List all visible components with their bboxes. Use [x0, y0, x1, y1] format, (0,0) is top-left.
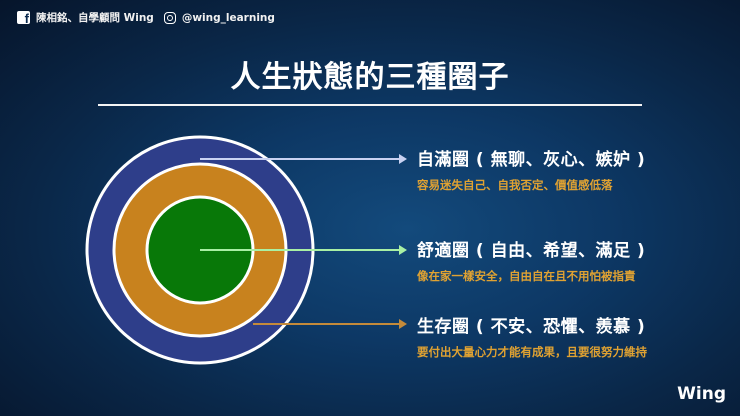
header-credits: 陳相銘、自學顧問 Wing @wing_learning [17, 10, 275, 26]
zone-name: 生存圈 ( 不安、恐懼、羨慕 ) [417, 317, 646, 337]
zone-label-complacency: 自滿圈 ( 無聊、灰心、嫉妒 ) 容易迷失自己、自我否定、價值感低落 [417, 145, 645, 193]
arrow-comfort-zone [200, 245, 407, 255]
slide-title: 人生狀態的三種圈子 [230, 60, 510, 95]
brand-logo: Wing [677, 384, 726, 404]
zone-label-survival: 生存圈 ( 不安、恐懼、羨慕 ) 要付出大量心力才能有成果，且要很努力維持 [417, 312, 647, 360]
facebook-name: 陳相銘、自學顧問 Wing [36, 12, 154, 24]
instagram-icon [163, 11, 176, 24]
zone-description: 像在家一樣安全，自由自在且不用怕被指責 [417, 269, 636, 283]
zone-name: 自滿圈 ( 無聊、灰心、嫉妒 ) [417, 150, 646, 170]
arrow-survival-zone [253, 319, 407, 329]
instagram-handle: @wing_learning [181, 11, 275, 24]
zone-description: 要付出大量心力才能有成果，且要很努力維持 [417, 345, 647, 359]
zone-label-comfort: 舒適圈 ( 自由、希望、滿足 ) 像在家一樣安全，自由自在且不用怕被指責 [417, 236, 645, 284]
title-underline [98, 104, 642, 106]
zone-description: 容易迷失自己、自我否定、價值感低落 [417, 178, 613, 192]
arrow-complacency-zone [200, 154, 407, 164]
facebook-icon [17, 11, 30, 26]
zone-name: 舒適圈 ( 自由、希望、滿足 ) [417, 241, 646, 261]
